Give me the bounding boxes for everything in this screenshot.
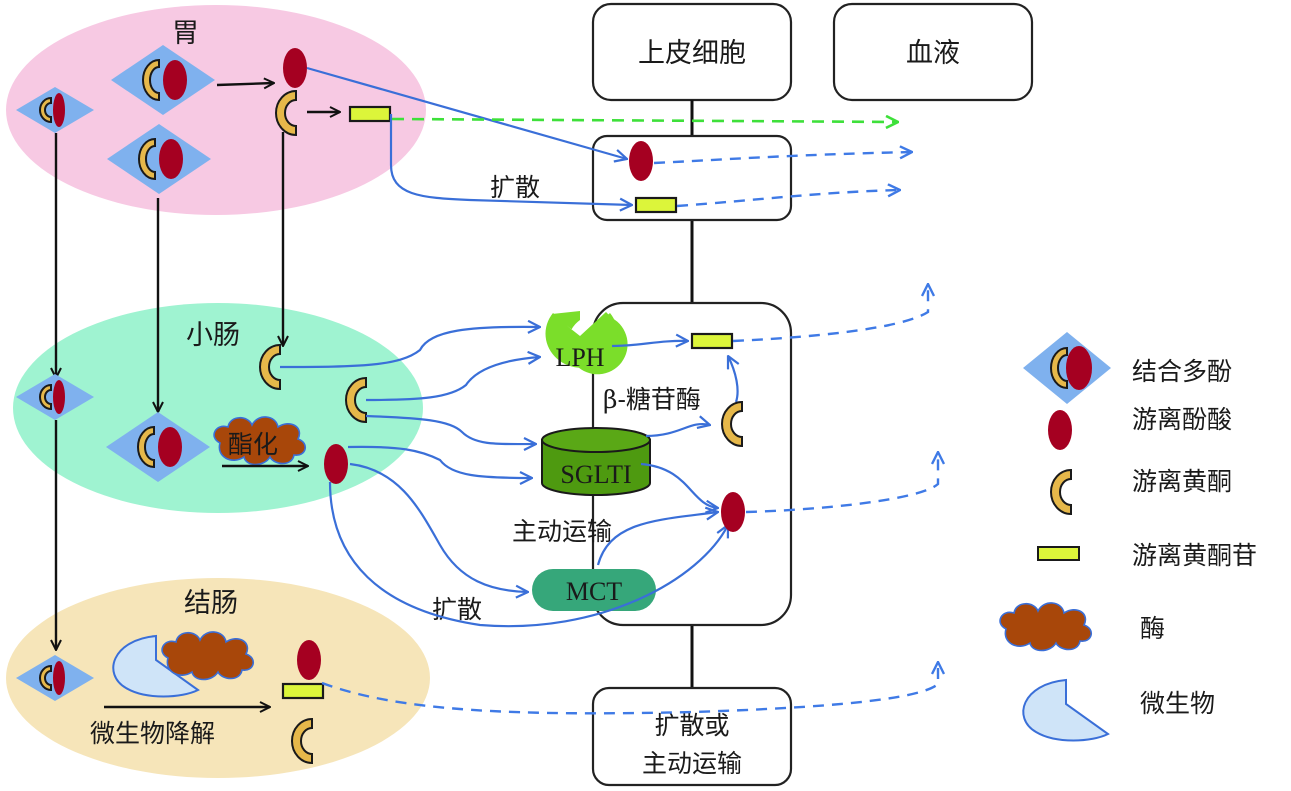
- legend-label: 游离黄酮: [1132, 467, 1232, 496]
- glycoside-to-blood-arrow: [676, 190, 900, 208]
- stomach-region: [6, 5, 426, 215]
- free-phenolic-acid-icon: [721, 492, 745, 532]
- free-flavonoid-icon: [1050, 469, 1072, 515]
- acid-to-mct-arrow: [349, 462, 528, 592]
- legend-item: 微生物: [1022, 679, 1215, 742]
- colon-label: 结肠: [184, 588, 238, 619]
- small-intestine-region: [13, 303, 423, 513]
- beta-glucosidase-arrow: [728, 356, 738, 403]
- diffusion-label: 扩散: [432, 595, 482, 624]
- legend-label: 微生物: [1140, 689, 1215, 718]
- enzyme-icon: [999, 602, 1093, 652]
- microbe-icon: [1022, 679, 1109, 742]
- flavonoid-to-lph-arrow: [365, 357, 540, 402]
- glycoside-to-blood-arrow: [732, 284, 928, 343]
- diffusion-or-active-transport-line2: 主动运输: [642, 749, 742, 778]
- legend: 结合多酚 游离酚酸 游离黄酮 游离黄酮苷 酶 微生物: [999, 332, 1257, 742]
- release-arrow: [216, 83, 274, 85]
- beta-glucosidase-label: β-糖苷酶: [603, 385, 701, 414]
- legend-label: 结合多酚: [1132, 357, 1232, 386]
- acid-to-blood-arrow: [653, 152, 912, 165]
- flavonoid-to-lph-arrow: [279, 327, 540, 369]
- blood-label: 血液: [906, 38, 960, 69]
- free-phenolic-acid-icon: [629, 141, 653, 181]
- glycoside-diffusion-arrow: [389, 114, 632, 205]
- legend-item: 游离黄酮: [1050, 467, 1232, 515]
- colon-region: [6, 578, 430, 778]
- mct-to-acid-arrow: [596, 512, 718, 566]
- free-flavonoid-glycoside-icon: [634, 196, 678, 214]
- legend-item: 结合多酚: [1023, 332, 1232, 404]
- esterification-label: 酯化: [228, 430, 278, 459]
- mct-transporter: MCT: [532, 569, 656, 611]
- free-flavonoid-glycoside-icon: [690, 332, 734, 350]
- free-flavonoid-glycoside-icon: [348, 105, 392, 123]
- stomach-epithelial-box: [591, 134, 793, 222]
- stomach-label: 胃: [172, 18, 199, 49]
- active-transport-label: 主动运输: [512, 517, 612, 546]
- legend-item: 游离酚酸: [1048, 405, 1232, 450]
- sglt1-to-acid-arrow: [640, 462, 718, 508]
- flavonoid-to-sglt1-arrow: [365, 414, 536, 444]
- acid-to-sglt1-arrow: [347, 445, 532, 478]
- lph-to-glycoside-arrow: [611, 341, 688, 346]
- acid-to-blood-arrow: [745, 452, 938, 514]
- glycoside-to-blood-arrow: [391, 119, 898, 122]
- small-intestine-label: 小肠: [186, 320, 240, 351]
- diffusion-label: 扩散: [490, 173, 540, 202]
- diffusion-or-active-transport-line1: 扩散或: [654, 711, 729, 740]
- free-phenolic-acid-icon: [283, 48, 307, 88]
- sglt1-label: SGLTI: [560, 460, 631, 489]
- lph-label: LPH: [555, 343, 604, 372]
- blood-header-box: [832, 2, 1034, 102]
- acid-uptake-arrow: [306, 66, 627, 159]
- microbial-degradation-label: 微生物降解: [90, 719, 215, 748]
- free-phenolic-acid-icon: [324, 444, 348, 484]
- legend-item: 酶: [999, 602, 1165, 652]
- lph-transporter: LPH: [545, 311, 628, 375]
- legend-label: 酶: [1140, 614, 1165, 643]
- sglt1-transporter: SGLTI: [541, 427, 651, 496]
- mct-label: MCT: [566, 577, 622, 606]
- sglt1-to-flavonoid-arrow: [645, 424, 710, 438]
- colon-to-blood-arrow: [321, 662, 938, 715]
- free-phenolic-acid-icon: [1048, 410, 1072, 450]
- epithelial-cell-label: 上皮细胞: [638, 38, 746, 69]
- free-phenolic-acid-icon: [297, 640, 321, 680]
- free-flavonoid-glycoside-icon: [281, 682, 325, 700]
- legend-label: 游离黄酮苷: [1132, 541, 1257, 570]
- legend-item: 游离黄酮苷: [1037, 541, 1257, 570]
- legend-label: 游离酚酸: [1132, 405, 1232, 434]
- acid-diffusion-arrow: [328, 481, 728, 628]
